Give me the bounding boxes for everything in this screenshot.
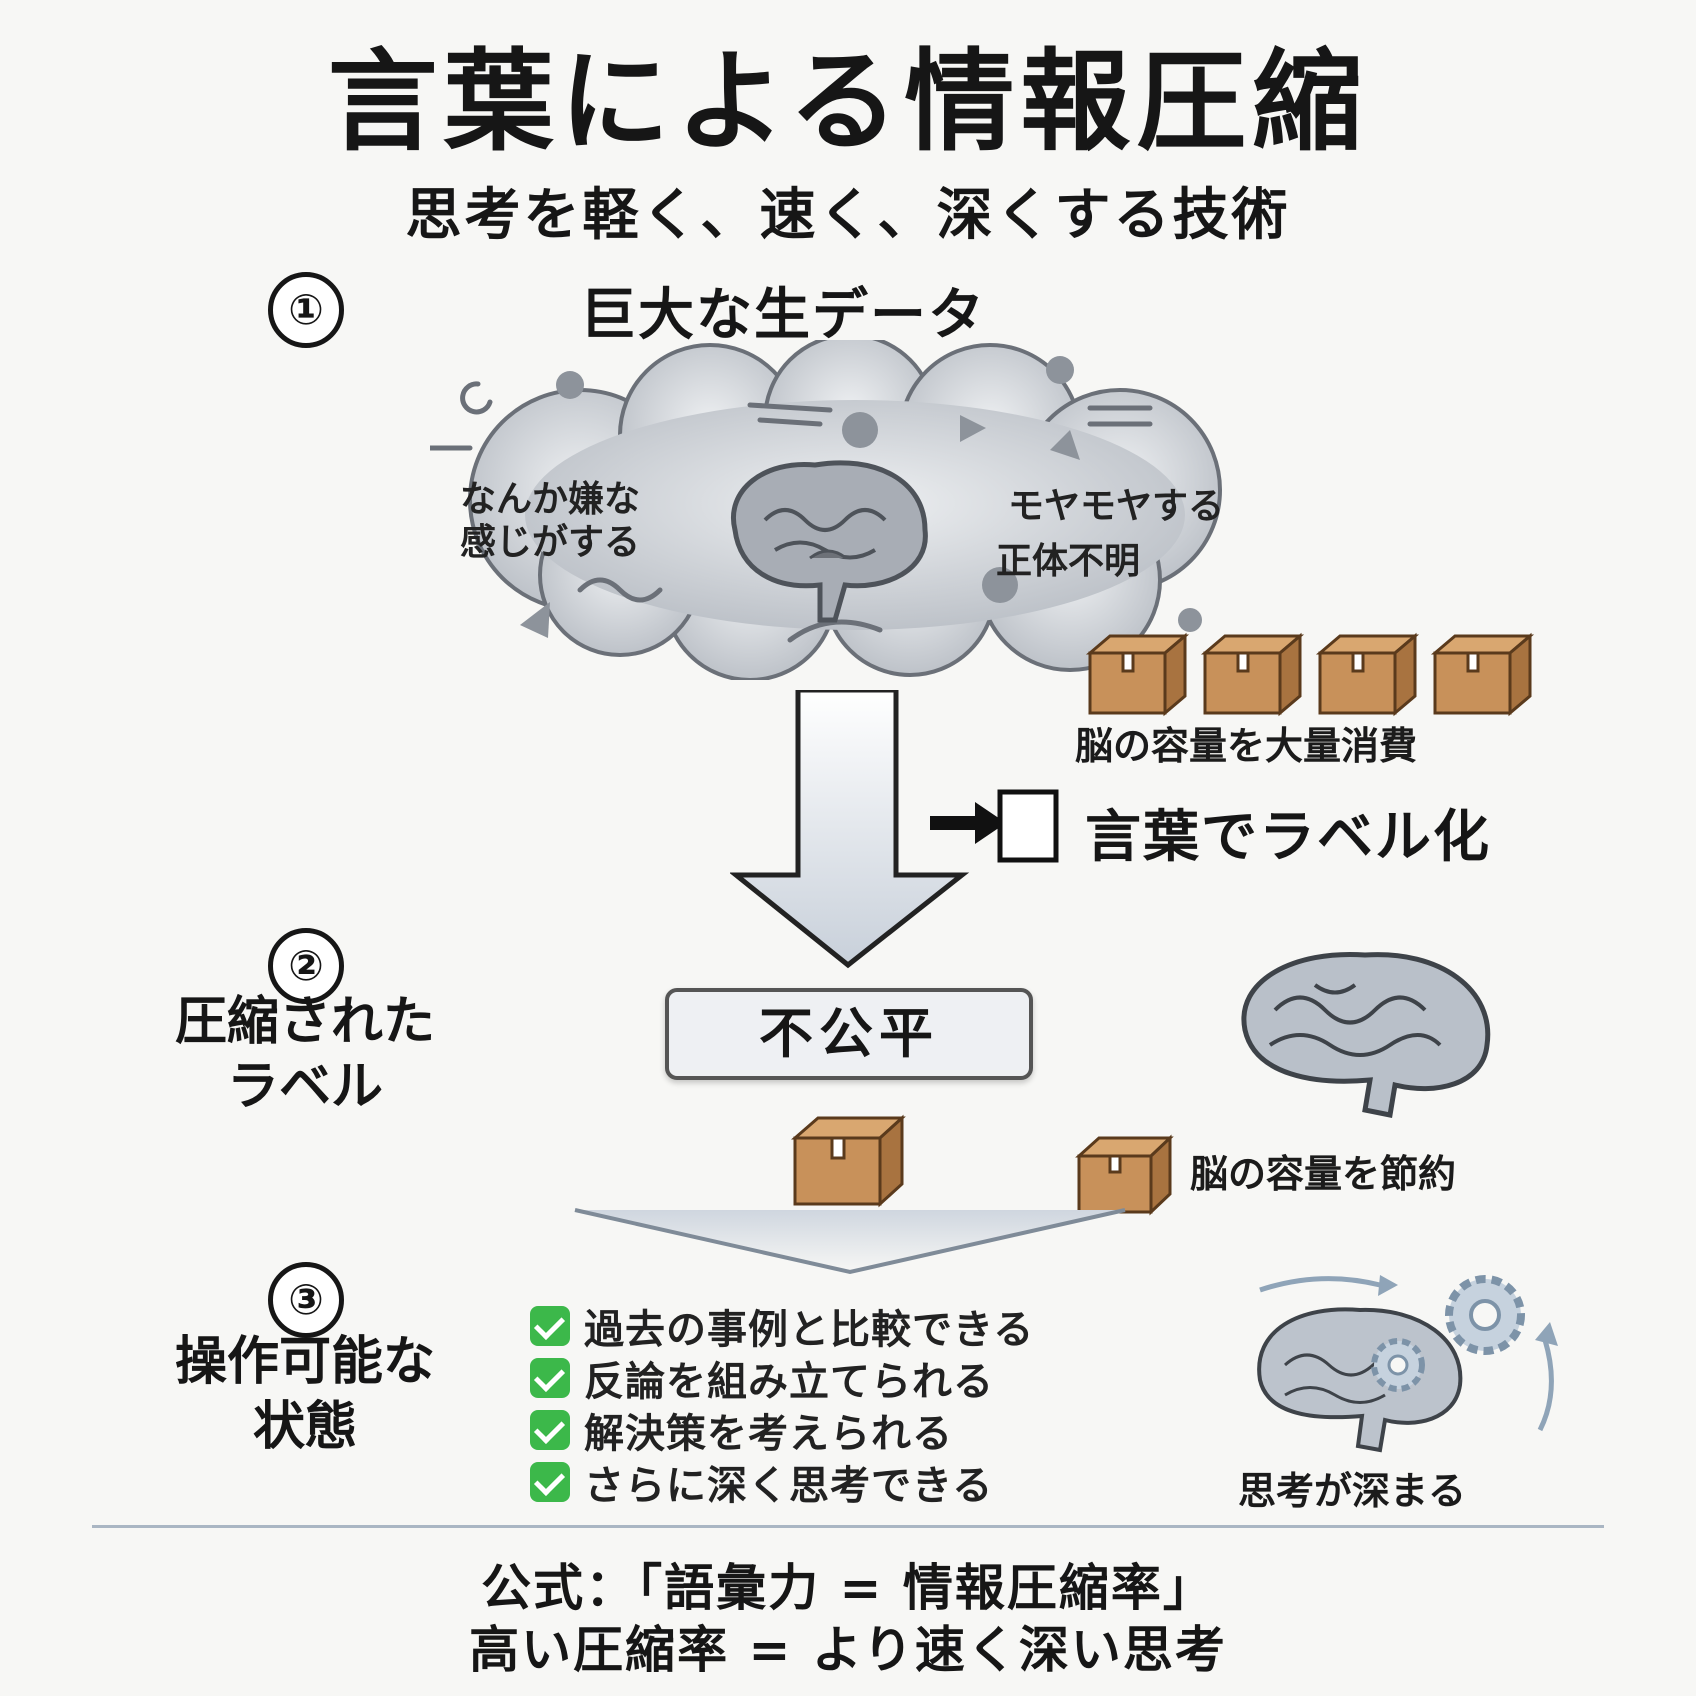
capacity-boxes-large	[1085, 632, 1532, 717]
capacity-note-large: 脳の容量を大量消費	[1075, 724, 1418, 768]
check-icon	[530, 1462, 570, 1502]
list-item: 解決策を考えられる	[530, 1404, 1034, 1457]
formula-line-1: 公式：「語彙力 = 情報圧縮率」	[481, 1559, 1215, 1617]
list-item: 過去の事例と比較できる	[530, 1300, 1034, 1353]
benefit-list: 過去の事例と比較できる 反論を組み立てられる 解決策を考えられる さらに深く思考…	[530, 1300, 1034, 1509]
capacity-box-small	[1075, 1134, 1174, 1216]
raw-data-cloud-illustration	[430, 340, 1222, 680]
step-2-label: 圧縮された ラベル	[174, 992, 435, 1117]
page-subtitle: 思考を軽く、速く、深くする技術	[405, 183, 1291, 248]
cloud-text-foggy: モヤモヤする	[1008, 486, 1225, 527]
capacity-box-single	[790, 1114, 906, 1208]
cloud-text-bad-feeling: なんか嫌な 感じがする	[460, 479, 641, 564]
labeling-arrow-icon	[930, 789, 1059, 863]
list-item: 反論を組み立てられる	[530, 1352, 1034, 1405]
step-3-label: 操作可能な 状態	[174, 1332, 435, 1457]
step-3-number: ③	[268, 1262, 344, 1338]
brain-icon	[1241, 951, 1491, 1118]
deepen-note: 思考が深まる	[1238, 1469, 1467, 1513]
check-icon	[530, 1410, 570, 1450]
capacity-note-small: 脳の容量を節約	[1190, 1152, 1457, 1196]
check-icon	[530, 1306, 570, 1346]
list-item: さらに深く思考できる	[530, 1456, 1034, 1509]
down-arrow	[730, 690, 970, 969]
step-1-number: ①	[268, 272, 344, 348]
labeling-action: 言葉でラベル化	[1085, 805, 1491, 870]
chevron-down-icon	[574, 1208, 1126, 1275]
compressed-label-box: 不公平	[665, 988, 1033, 1080]
step-2-number: ②	[268, 928, 344, 1004]
divider	[92, 1525, 1604, 1528]
page-title: 言葉による情報圧縮	[327, 38, 1369, 166]
brain-gears-icon	[1257, 1275, 1558, 1453]
formula-line-2: 高い圧縮率 = より速く深い思考	[469, 1621, 1227, 1679]
step-1-heading: 巨大な生データ	[580, 283, 986, 348]
cloud-text-unknown: 正体不明	[996, 541, 1141, 582]
check-icon	[530, 1358, 570, 1398]
